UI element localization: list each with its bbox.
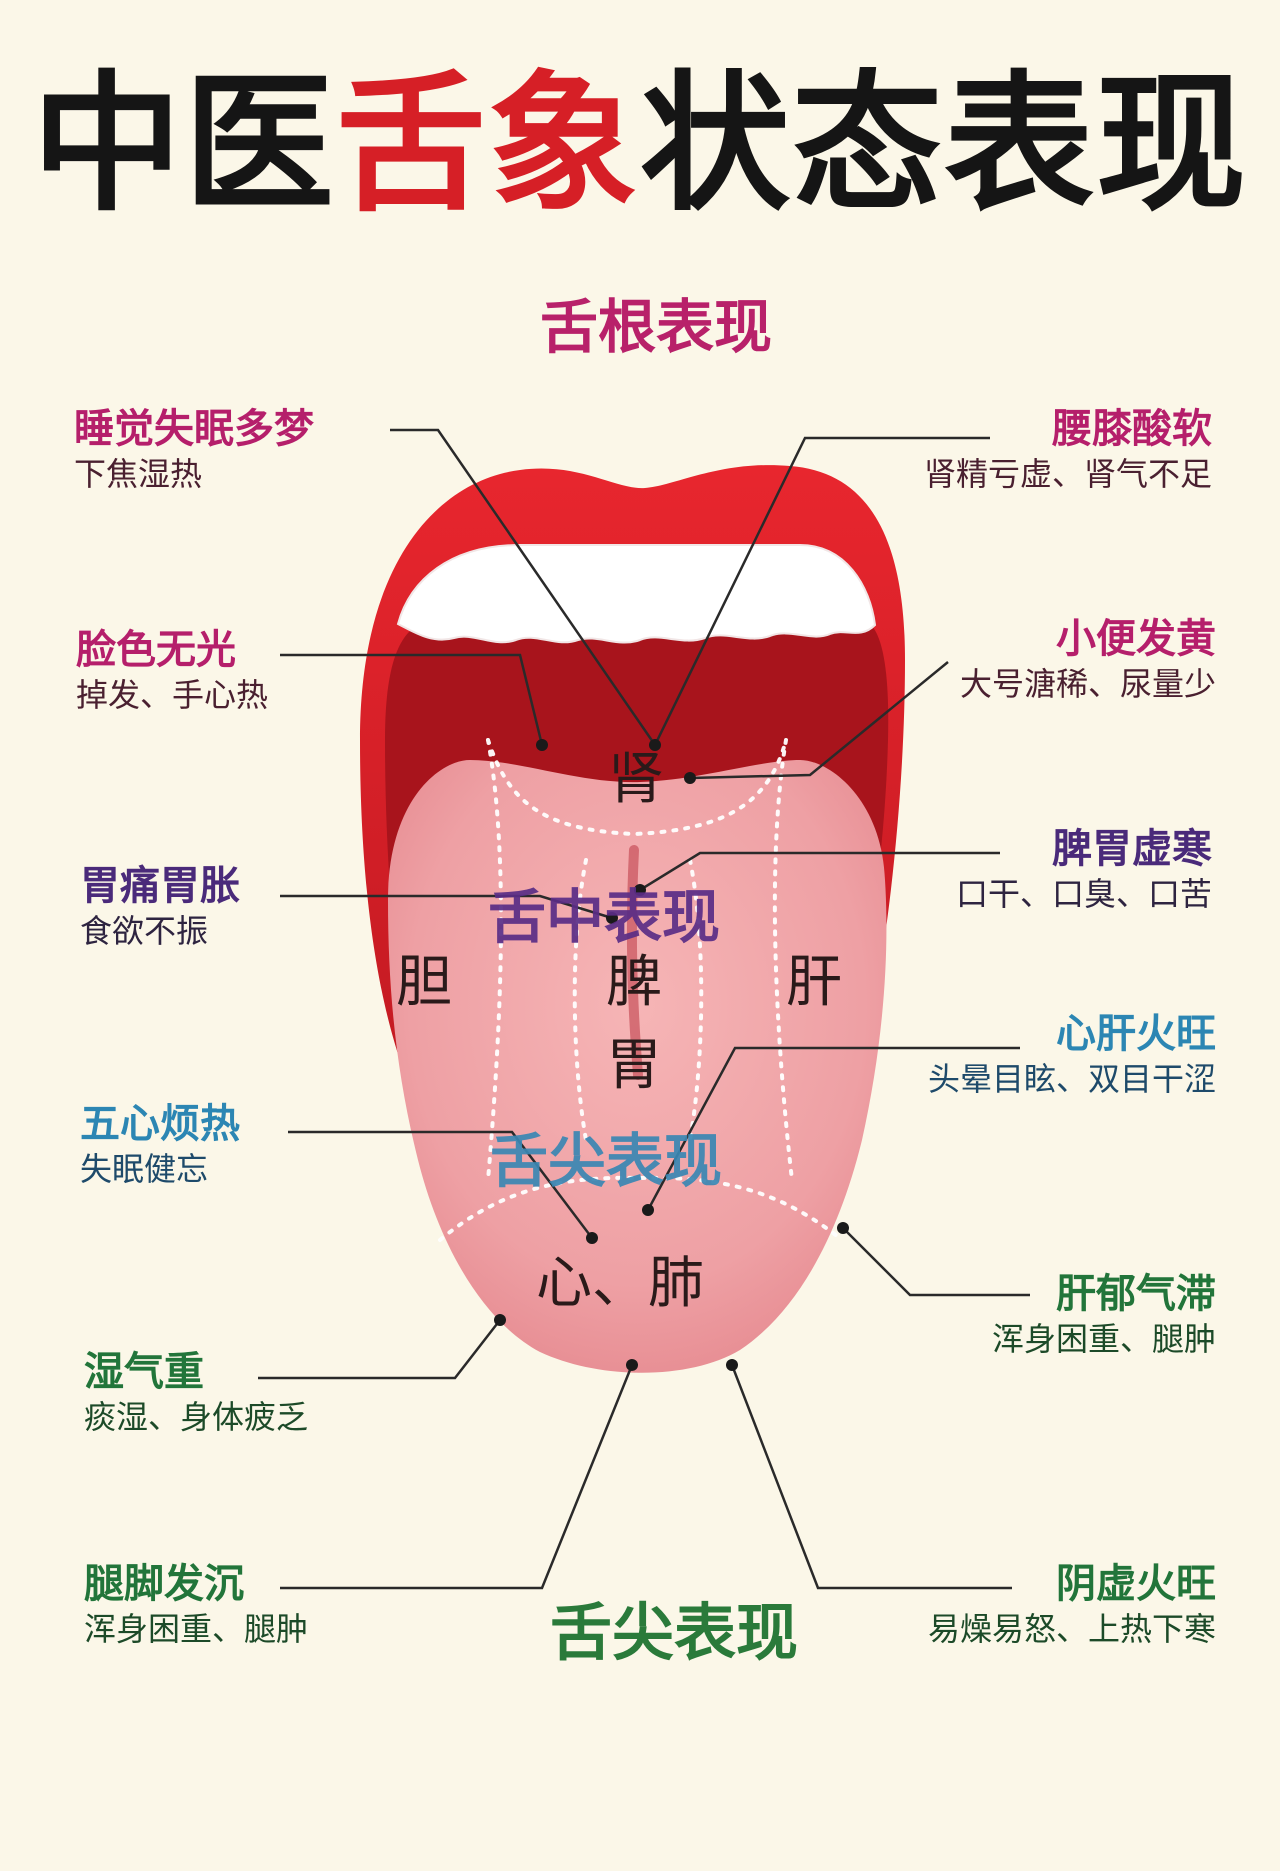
organ-kidney: 肾 <box>608 747 664 812</box>
organ-stomach: 胃 <box>606 1033 662 1098</box>
annotation-damp: 湿气重 痰湿、身体疲乏 <box>84 1348 308 1439</box>
right-zone-outline <box>772 738 794 1182</box>
annotation-sleep-heading: 睡觉失眠多梦 <box>74 406 314 452</box>
annotation-spleen-cold: 脾胃虚寒 口干、口臭、口苦 <box>956 825 1212 916</box>
poster-title: 中医舌象状态表现 <box>0 70 1280 220</box>
leader-sleep <box>390 428 657 746</box>
annotation-sleep-detail: 下焦湿热 <box>74 455 203 493</box>
annotation-damp-heading: 湿气重 <box>84 1349 204 1395</box>
section-label-tip-bottom: 舌尖表现 <box>550 1596 799 1669</box>
annotation-stomach-pain-heading: 胃痛胃胀 <box>80 863 240 909</box>
annotation-five-heart-detail: 失眠健忘 <box>80 1150 209 1188</box>
organ-liver: 肝 <box>786 950 842 1015</box>
organ-gallbladder: 胆 <box>396 950 452 1015</box>
annotation-face-heading: 脸色无光 <box>76 627 236 673</box>
organ-spleen: 脾 <box>606 950 662 1015</box>
annotation-five-heart: 五心烦热 失眠健忘 <box>80 1100 240 1191</box>
left-zone-outline <box>486 738 503 1182</box>
upper-teeth <box>396 544 877 644</box>
leader-spleen-cold <box>639 851 1000 892</box>
leader-damp <box>258 1319 501 1380</box>
annotation-urine-detail: 大号溏稀、尿量少 <box>959 665 1216 703</box>
annotation-yin-detail: 易燥易怒、上热下寒 <box>927 1610 1216 1648</box>
annotation-waist-heading: 腰膝酸软 <box>1052 406 1212 452</box>
leader-dots <box>494 739 849 1371</box>
leader-five-heart <box>288 1130 593 1239</box>
annotation-liver-qi-detail: 浑身困重、腿肿 <box>991 1320 1216 1358</box>
annotation-face-detail: 掉发、手心热 <box>76 676 269 714</box>
section-label-middle: 舌中表现 <box>488 883 721 951</box>
leader-face <box>280 653 544 746</box>
annotation-heart-liver: 心肝火旺 头晕目眩、双目干涩 <box>928 1010 1216 1101</box>
annotation-five-heart-heading: 五心烦热 <box>80 1101 240 1147</box>
annotation-legs: 腿脚发沉 浑身困重、腿肿 <box>84 1560 308 1651</box>
leader-urine <box>689 661 949 780</box>
annotation-damp-detail: 痰湿、身体疲乏 <box>84 1398 309 1436</box>
leader-waist <box>653 436 990 746</box>
leader-legs <box>280 1364 634 1590</box>
annotation-heart-liver-detail: 头晕目眩、双目干涩 <box>927 1060 1216 1098</box>
annotation-stomach-pain-detail: 食欲不振 <box>80 912 209 950</box>
annotation-spleen-cold-detail: 口干、口臭、口苦 <box>955 875 1212 913</box>
section-label-root: 舌根表现 <box>540 293 773 361</box>
title-part-1: 中医 <box>31 58 336 232</box>
section-label-tip-overlay: 舌尖表现 <box>490 1127 723 1195</box>
tongue-center-groove <box>626 845 643 1080</box>
leader-stomach-pain <box>280 894 613 920</box>
annotation-heart-liver-heading: 心肝火旺 <box>1056 1011 1216 1057</box>
annotation-stomach-pain: 胃痛胃胀 食欲不振 <box>80 862 240 953</box>
annotation-liver-qi-heading: 肝郁气滞 <box>1056 1271 1216 1317</box>
annotation-spleen-cold-heading: 脾胃虚寒 <box>1052 826 1212 872</box>
annotation-yin: 阴虚火旺 易燥易怒、上热下寒 <box>928 1560 1216 1651</box>
title-part-3: 状态表现 <box>640 58 1249 232</box>
annotation-legs-heading: 腿脚发沉 <box>84 1561 244 1607</box>
annotation-legs-detail: 浑身困重、腿肿 <box>84 1610 309 1648</box>
leader-lines <box>258 428 1030 1590</box>
annotation-yin-heading: 阴虚火旺 <box>1056 1561 1216 1607</box>
annotation-liver-qi: 肝郁气滞 浑身困重、腿肿 <box>992 1270 1216 1361</box>
tongue-zone-outlines <box>438 738 844 1242</box>
organ-heart-lung: 心、肺 <box>536 1251 704 1316</box>
leader-heart-liver <box>646 1046 1020 1211</box>
leader-yin <box>730 1364 1012 1590</box>
annotation-sleep: 睡觉失眠多梦 下焦湿热 <box>74 405 314 496</box>
annotation-urine-heading: 小便发黄 <box>1056 616 1216 662</box>
leader-liver-qi <box>842 1227 1030 1297</box>
annotation-face: 脸色无光 掉发、手心热 <box>76 626 268 717</box>
annotation-urine: 小便发黄 大号溏稀、尿量少 <box>960 615 1216 706</box>
annotation-waist: 腰膝酸软 肾精亏虚、肾气不足 <box>924 405 1212 496</box>
tip-zone-outline <box>438 1175 844 1242</box>
title-part-2: 舌象 <box>335 58 640 232</box>
annotation-waist-detail: 肾精亏虚、肾气不足 <box>923 455 1212 493</box>
